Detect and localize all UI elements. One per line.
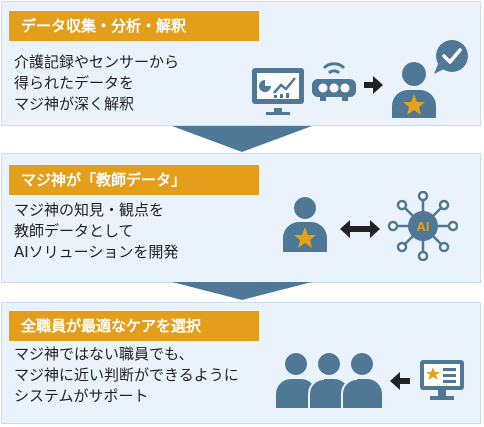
step-2-description: マジ神の知見・観点を 教師データとして AIソリューションを開発 xyxy=(14,200,178,263)
expert-person-icon xyxy=(392,40,468,118)
ai-network-icon: AI xyxy=(388,191,458,261)
staff-group-icon xyxy=(276,353,382,408)
step-2-line-2: 教師データとして xyxy=(14,222,134,240)
step-1-title: データ収集・分析・解釈 xyxy=(9,11,259,41)
arrow-right-icon xyxy=(364,76,383,94)
step-3-title: 全職員が最適なケアを選択 xyxy=(9,311,259,341)
step-2-line-3: AIソリューションを開発 xyxy=(14,243,179,261)
step-1-description: 介護記録やセンサーから 得られたデータを マジ神が深く解釈 xyxy=(14,52,179,115)
bidirectional-arrow-icon xyxy=(340,220,380,238)
ai-label: AI xyxy=(417,219,430,234)
step-3-line-2: マジ神に近い判断ができるように xyxy=(14,366,239,384)
support-system-monitor-icon xyxy=(420,360,464,400)
step-2-line-1: マジ神の知見・観点を xyxy=(14,201,165,219)
step-1-line-1: 介護記録やセンサーから xyxy=(14,53,180,71)
step-2-title: マジ神が「教師データ」 xyxy=(9,165,259,195)
step-3-line-1: マジ神ではない職員でも、 xyxy=(14,345,194,363)
monitor-chart-icon xyxy=(252,68,304,115)
step-1-line-3: マジ神が深く解釈 xyxy=(14,95,135,113)
flow-connector-2 xyxy=(172,282,312,300)
step-3-description: マジ神ではない職員でも、 マジ神に近い判断ができるように システムがサポート xyxy=(14,344,239,407)
arrow-left-icon xyxy=(390,372,410,390)
step-3-line-3: システムがサポート xyxy=(14,387,149,405)
expert-person-icon xyxy=(283,197,327,252)
sensor-icon xyxy=(312,62,356,101)
step-1-line-2: 得られたデータを xyxy=(14,74,135,92)
flow-connector-1 xyxy=(172,126,312,152)
